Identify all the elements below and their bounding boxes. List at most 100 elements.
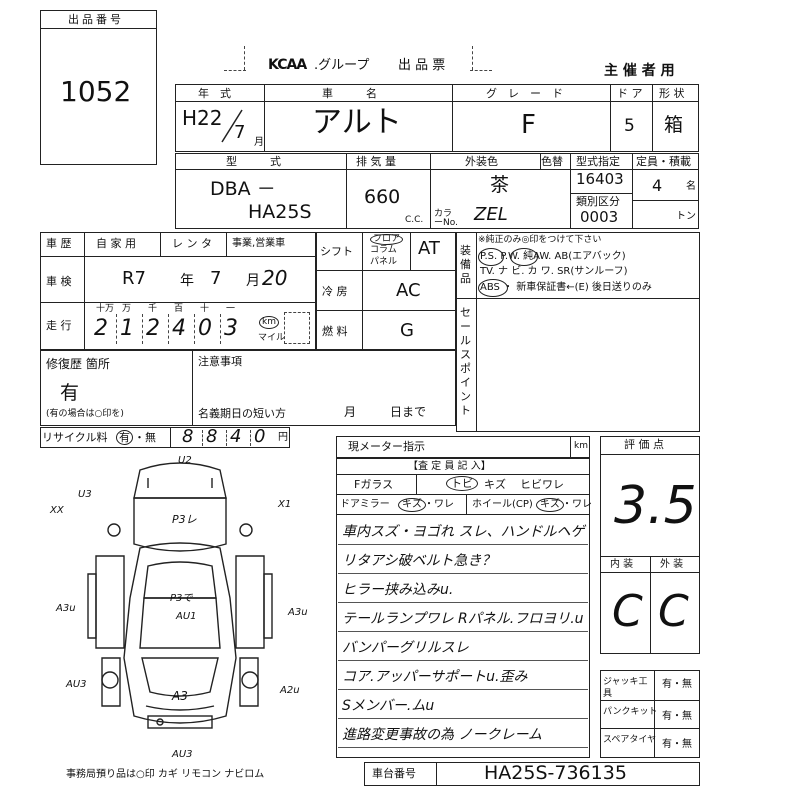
label-fuel: 燃 料 bbox=[322, 325, 348, 338]
damage-mark-xx: XX bbox=[50, 505, 64, 516]
spec-table bbox=[316, 232, 456, 350]
label-grade: グ レ ー ド bbox=[486, 87, 563, 100]
diagram-footer: 事務局預り品は○印 カギ リモコン ナビロム bbox=[66, 769, 265, 780]
damage-mark-au3-left: AU3 bbox=[66, 679, 87, 690]
inspector-note: Sメンバー.ムu bbox=[342, 698, 435, 714]
chassis-label: 車台番号 bbox=[372, 767, 416, 780]
deadline-day: 日まで bbox=[390, 405, 427, 419]
inspection-day: 20 bbox=[262, 266, 288, 290]
mile-checkbox[interactable] bbox=[284, 312, 310, 344]
category-value: 0003 bbox=[580, 208, 619, 226]
label-exterior: 外装色 bbox=[465, 155, 498, 168]
label-year: 年 式 bbox=[198, 87, 231, 100]
interior-label: 内 装 bbox=[610, 559, 634, 570]
label-remarks: 注意事項 bbox=[198, 355, 242, 368]
lot-number-label: 出品番号 bbox=[68, 13, 124, 26]
inspector-note: 進路変更事故の為 ノークレーム bbox=[342, 727, 543, 743]
ton-unit: トン bbox=[676, 211, 696, 222]
mile-unit: マイル bbox=[258, 333, 286, 343]
damage-mark-u2: U2 bbox=[178, 455, 192, 466]
label-category: 類別区分 bbox=[576, 195, 620, 208]
tool-value: 有・無 bbox=[662, 739, 692, 750]
repair-value: 有 bbox=[60, 382, 80, 404]
mileage-digit: 2 bbox=[94, 316, 108, 341]
car-name-value: アルト bbox=[312, 105, 402, 140]
mileage-unit-label: 百 bbox=[174, 304, 184, 314]
exterior-label: 外 装 bbox=[660, 559, 684, 570]
wheel-scratch: キズ bbox=[536, 498, 564, 512]
equipment-line2: TV. ナ ビ. カ ワ. SR(サンルーフ) bbox=[480, 266, 628, 277]
lot-number: 1052 bbox=[60, 75, 132, 108]
month-value: 7 bbox=[234, 122, 246, 143]
row2-table bbox=[175, 153, 699, 229]
mileage-unit-label: 十 bbox=[200, 304, 210, 314]
equipment-line1: P.S. P.W. 純AW. AB(エアバック) bbox=[480, 251, 626, 262]
mileage-unit-label: 万 bbox=[122, 304, 132, 314]
cc-unit: C.C. bbox=[405, 215, 424, 225]
inspector-note: 車内スズ・ヨゴれ スレ、ハンドルヘゲ bbox=[342, 524, 585, 540]
color-no-label: カラーNo. bbox=[434, 209, 458, 228]
recycle-yen: 円 bbox=[278, 432, 288, 443]
label-model: 型 式 bbox=[226, 155, 281, 168]
model-line2: HA25S bbox=[248, 201, 312, 223]
damage-mark-a2u: A2u bbox=[280, 685, 300, 696]
recycle-digit: 0 bbox=[254, 426, 266, 447]
glass-chip: トビ bbox=[446, 476, 478, 491]
mileage-digit: 1 bbox=[120, 316, 134, 341]
recycle-digit: 8 bbox=[182, 426, 194, 447]
repair-remarks-box bbox=[40, 350, 456, 426]
inspection-month-unit: 月 bbox=[246, 273, 260, 289]
organizer-use: 主 催 者 用 bbox=[604, 63, 675, 79]
label-color-change: 色替 bbox=[541, 155, 563, 168]
damage-mark-p3-body: P3で bbox=[170, 593, 193, 604]
history-private: 自 家 用 bbox=[96, 237, 136, 250]
deadline-month: 月 bbox=[344, 405, 357, 419]
label-repair: 修復歴 箇所 bbox=[46, 357, 110, 371]
tool-label: スペアタイヤ bbox=[603, 735, 657, 745]
inspector-note: テールランプワレ Rパネル.フロヨリ.u bbox=[342, 611, 584, 627]
tool-value: 有・無 bbox=[662, 679, 692, 690]
km-unit: km bbox=[259, 316, 279, 329]
inspection-month: 7 bbox=[210, 268, 222, 289]
fuel-value: G bbox=[400, 320, 414, 341]
inspector-box bbox=[336, 458, 590, 758]
damage-mark-a3: A3 bbox=[172, 689, 188, 703]
tools-box bbox=[600, 670, 700, 758]
inspection-era: R7 bbox=[122, 268, 146, 289]
label-history: 車 歴 bbox=[46, 237, 72, 250]
glass-scratch: キズ bbox=[484, 478, 506, 491]
score-label: 評 価 点 bbox=[624, 438, 664, 451]
year-slash bbox=[221, 109, 243, 143]
mileage-digit: 2 bbox=[146, 316, 160, 341]
exterior-score: C bbox=[658, 586, 689, 637]
label-mileage: 走 行 bbox=[46, 319, 72, 332]
grade-value: F bbox=[521, 110, 536, 140]
interior-score: C bbox=[612, 586, 643, 637]
shift-floor: フロア bbox=[370, 234, 404, 245]
shift-value: AT bbox=[418, 238, 440, 259]
history-business: 事業,営業車 bbox=[232, 238, 286, 249]
label-inspection: 車 検 bbox=[46, 275, 72, 288]
label-type-designation: 型式指定 bbox=[576, 155, 620, 168]
shift-column: コラム bbox=[370, 245, 397, 255]
label-capacity: 定員・積載 bbox=[636, 155, 691, 168]
label-car-name: 車 名 bbox=[322, 87, 377, 100]
lot-number-box bbox=[40, 10, 157, 165]
mileage-digit: 3 bbox=[224, 316, 238, 341]
mileage-unit-label: 十万 bbox=[96, 304, 115, 314]
chassis-value: HA25S-736135 bbox=[484, 762, 627, 784]
label-ac: 冷 房 bbox=[322, 285, 348, 298]
shape-value: 箱 bbox=[664, 114, 684, 136]
month-unit: 月 bbox=[254, 137, 264, 148]
chassis-box bbox=[364, 762, 700, 786]
exterior-value: 茶 bbox=[490, 174, 510, 196]
row1-table bbox=[175, 84, 699, 152]
tool-label: ジャッキ工具 bbox=[603, 677, 648, 699]
recycle-box bbox=[40, 427, 290, 448]
mirror-scratch: キズ bbox=[398, 498, 426, 512]
damage-mark-x1: X1 bbox=[278, 499, 292, 510]
mirror-label: ドアミラー bbox=[340, 499, 390, 510]
damage-mark-u3: U3 bbox=[78, 489, 92, 500]
damage-mark-a3u-right: A3u bbox=[288, 607, 308, 618]
recycle-digit: 8 bbox=[206, 426, 218, 447]
